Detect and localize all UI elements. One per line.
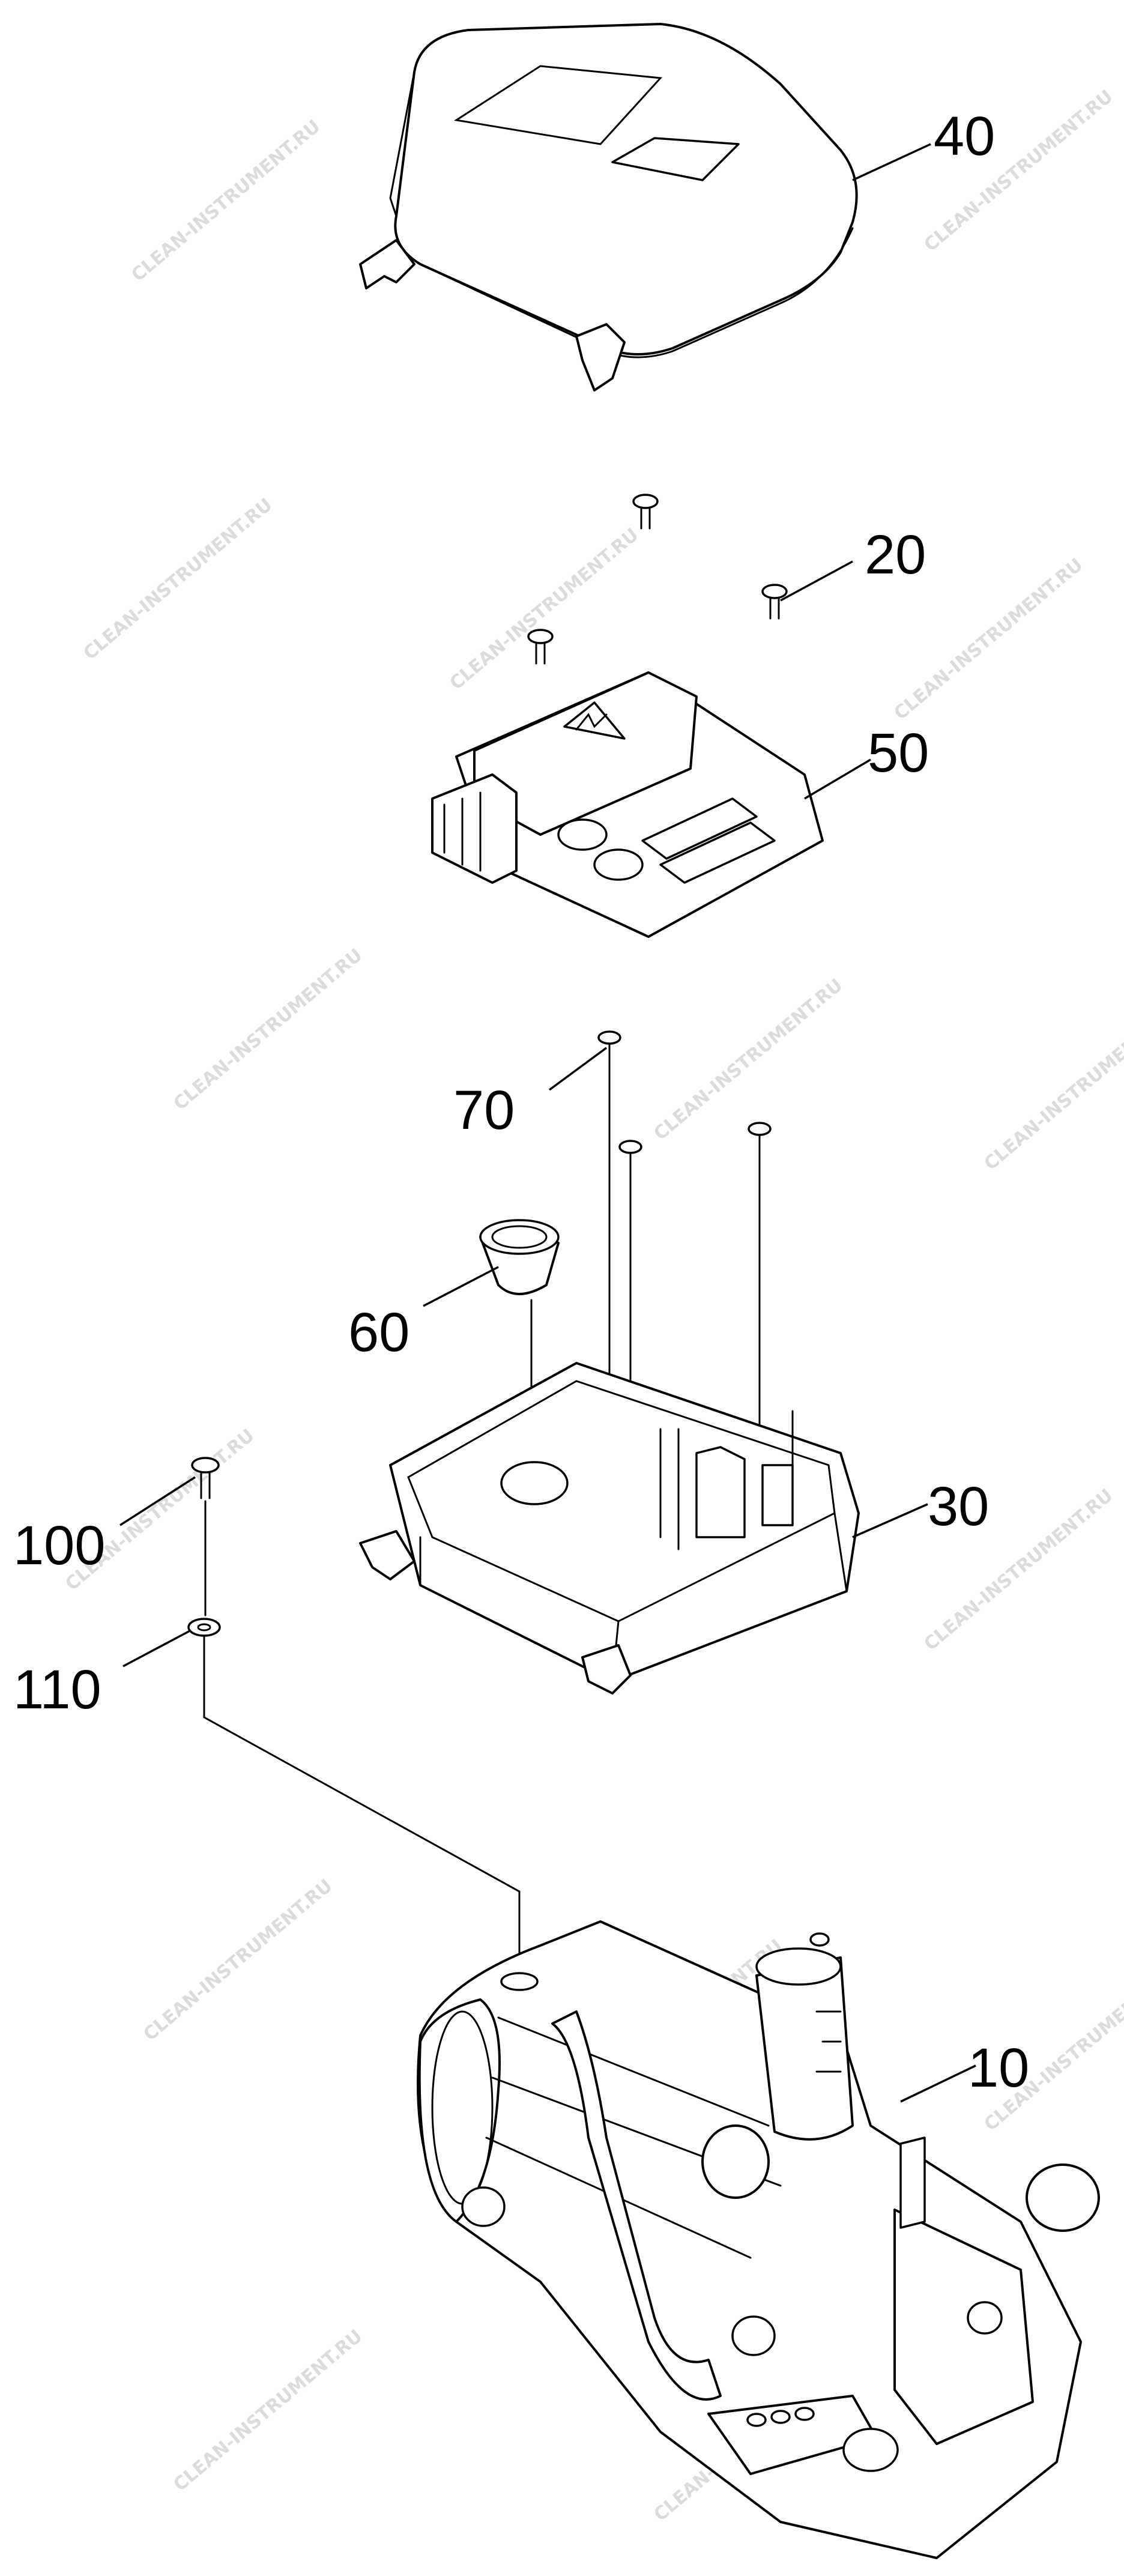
callout-110: 110 — [13, 1659, 101, 1720]
part-30-lower-housing — [359, 1362, 860, 1695]
part-20-screws — [527, 494, 788, 665]
screw — [632, 494, 659, 530]
part-40-top-cover — [359, 23, 858, 392]
leader-20 — [780, 560, 853, 602]
part-100-screw — [191, 1457, 220, 1616]
part-50-control-board — [431, 671, 824, 938]
part-10-pump-assembly — [417, 1920, 1100, 2559]
leader-60 — [423, 1266, 499, 1307]
callout-60: 60 — [348, 1302, 409, 1363]
screw — [761, 584, 788, 620]
watermark-text: CLEAN-INSTRUMENT.RU — [980, 1005, 1124, 1175]
callout-50: 50 — [868, 722, 929, 784]
leader-lines — [119, 143, 976, 2103]
leader-100 — [119, 1476, 196, 1526]
callout-10: 10 — [968, 2037, 1029, 2099]
callout-100: 100 — [13, 1515, 106, 1576]
leader-50 — [804, 758, 871, 800]
part-110-washer — [187, 1618, 521, 1971]
screw — [527, 629, 554, 665]
leader-70 — [548, 1047, 608, 1091]
watermark-text: CLEAN-INSTRUMENT.RU — [80, 494, 277, 664]
watermark-text: CLEAN-INSTRUMENT.RU — [128, 116, 325, 286]
watermark-text: CLEAN-INSTRUMENT.RU — [446, 524, 643, 694]
callout-30: 30 — [928, 1476, 989, 1537]
watermark-text: CLEAN-INSTRUMENT.RU — [170, 2326, 367, 2496]
watermark-text: CLEAN-INSTRUMENT.RU — [140, 1875, 337, 2045]
callout-70: 70 — [453, 1080, 515, 1141]
leader-40 — [852, 143, 931, 181]
callout-labels: 40 20 50 70 60 30 100 110 10 — [13, 106, 1029, 2099]
leader-110 — [122, 1629, 192, 1667]
callout-20: 20 — [865, 524, 926, 585]
watermark-text: CLEAN-INSTRUMENT.RU — [650, 975, 847, 1144]
watermark-text: CLEAN-INSTRUMENT.RU — [170, 945, 367, 1114]
leader-10 — [900, 2064, 976, 2103]
callout-40: 40 — [934, 106, 995, 167]
part-60-cup — [479, 1219, 560, 1502]
leader-30 — [852, 1503, 928, 1538]
